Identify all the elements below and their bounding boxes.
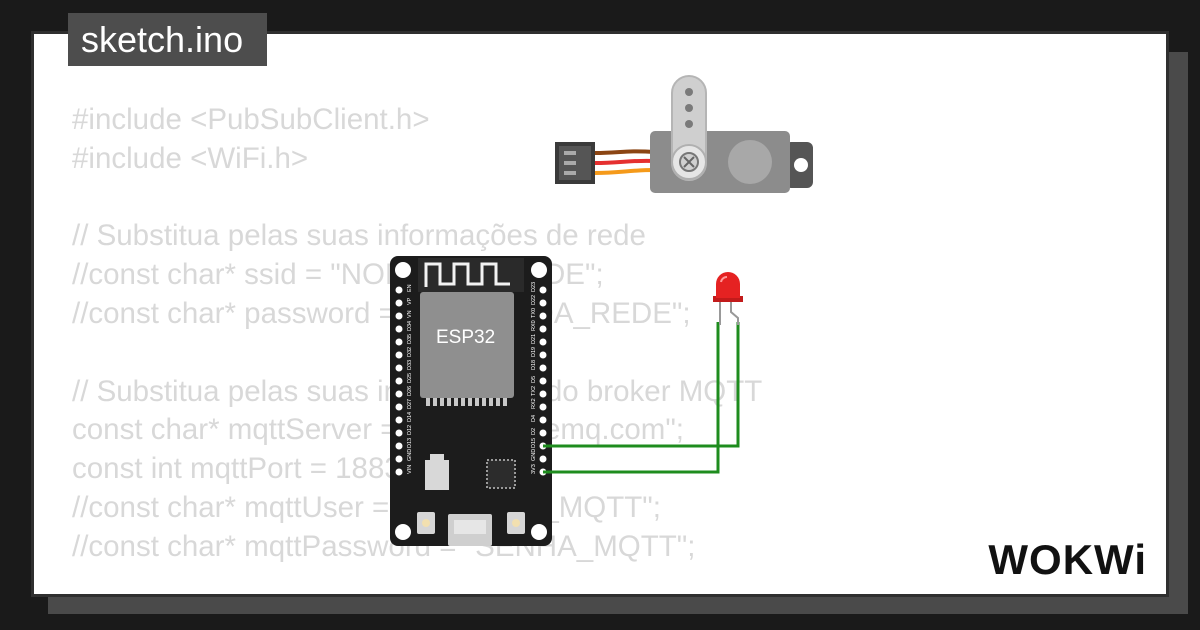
mount-hole — [531, 262, 547, 278]
antenna-trace — [424, 262, 510, 287]
mount-hole — [531, 524, 547, 540]
pin-label: 3V3 — [531, 464, 537, 474]
voltage-regulator — [425, 460, 449, 490]
pin-label: TX0 — [531, 308, 537, 318]
wire-green[interactable] — [543, 322, 720, 474]
pin-label: RX0 — [531, 320, 537, 331]
file-name-tab: sketch.ino — [68, 13, 268, 66]
button-cap — [422, 519, 430, 527]
module-castellations — [426, 398, 507, 406]
wokwi-logo: WOKWi — [988, 536, 1147, 583]
led-dome — [716, 272, 740, 298]
screw-cross-icon — [683, 156, 695, 168]
pin-label: VIN — [407, 465, 413, 474]
pin-label: D5 — [531, 376, 537, 383]
esp32-module — [420, 292, 514, 398]
pin-label: VN — [407, 310, 413, 318]
code-line: #include <PubSubClient.h> — [72, 103, 430, 136]
pin-label: D27 — [407, 399, 413, 409]
button-cap — [512, 519, 520, 527]
code-line: #include <WiFi.h> — [72, 141, 309, 175]
pin-label: D35 — [407, 334, 413, 344]
pin-label: EN — [407, 284, 413, 292]
preview-card: #include <PubSubClient.h> #include <WiFi.… — [31, 31, 1169, 597]
pin-label: D4 — [531, 415, 537, 422]
horn-hole — [685, 104, 693, 112]
mount-hole — [395, 524, 411, 540]
led-leg — [730, 300, 739, 325]
pin-label: D12 — [407, 425, 413, 435]
pin-label: D23 — [531, 282, 537, 292]
red-led[interactable] — [713, 272, 743, 325]
connector-pin — [564, 151, 576, 155]
pin-label: D25 — [407, 373, 413, 383]
horn-hole — [685, 88, 693, 96]
usb-port-inner — [454, 520, 486, 534]
pin-label: D33 — [407, 360, 413, 370]
code-line: // Substitua pelas suas informações de r… — [72, 219, 646, 253]
pin-label: RX2 — [531, 398, 537, 409]
pin-label: GND — [407, 449, 413, 461]
chip-label: ESP32 — [436, 327, 495, 348]
pin-label: D22 — [531, 295, 537, 305]
pin-label: GND — [531, 449, 537, 461]
pin-label: D13 — [407, 438, 413, 448]
esp32-board[interactable]: ESP32 EN VP VN D34 D35 D32 D33 D25 D26 D… — [390, 256, 552, 546]
mount-hole — [395, 262, 411, 278]
pin-label: D34 — [407, 321, 413, 331]
servo-gear-housing — [728, 140, 772, 184]
pin-label: TX2 — [531, 386, 537, 396]
pin-label: D18 — [531, 360, 537, 370]
left-pin-labels: EN VP VN D34 D35 D32 D33 D25 D26 D27 D14… — [407, 284, 413, 474]
wire-green[interactable] — [543, 322, 740, 448]
pin-label: D15 — [531, 438, 537, 448]
servo-wire-red — [594, 158, 656, 165]
pin-label: D19 — [531, 347, 537, 357]
connector-pin — [564, 161, 576, 165]
pin-label: D14 — [407, 412, 413, 422]
servo-wire-brown — [594, 149, 656, 155]
connector-pin — [564, 171, 576, 175]
led-rim — [713, 296, 743, 302]
servo-motor[interactable] — [555, 75, 813, 193]
pin-label: D2 — [531, 428, 537, 435]
left-pin-header — [395, 286, 403, 476]
right-pin-header — [539, 286, 547, 476]
code-line: //const char* ssid = "NOME_DA_REDE"; — [72, 258, 604, 292]
usb-uart-chip — [486, 459, 516, 489]
pin-label: D21 — [531, 334, 537, 344]
servo-wire-orange — [594, 168, 656, 175]
regulator-tab — [430, 454, 444, 462]
right-pin-labels: D23 D22 TX0 RX0 D21 D19 D18 D5 TX2 RX2 D… — [531, 282, 537, 474]
pin-label: D32 — [407, 347, 413, 357]
pin-label: D26 — [407, 386, 413, 396]
horn-hole — [685, 120, 693, 128]
servo-mount-hole — [794, 158, 808, 172]
pin-label: VP — [407, 297, 413, 305]
led-highlight — [720, 275, 728, 283]
